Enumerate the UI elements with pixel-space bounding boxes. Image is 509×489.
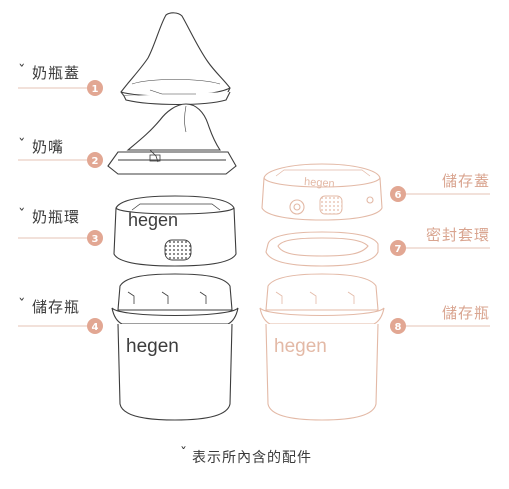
label-1-tick: ˇ <box>18 62 27 80</box>
bottle-collar-illustration: hegen <box>113 195 237 267</box>
lid-brand-text: hegen <box>304 176 335 190</box>
label-2: ˇ 奶嘴 2 <box>18 136 103 168</box>
label-4-tick: ˇ <box>18 296 27 314</box>
sealing-ring-illustration <box>265 231 379 267</box>
badge-4-number: 4 <box>92 322 99 333</box>
badge-7 <box>390 240 406 256</box>
label-4: ˇ 儲存瓶 4 <box>18 296 103 334</box>
caption-text: 表示所內含的配件 <box>192 450 312 466</box>
caption-tick: ˇ <box>180 446 188 462</box>
badge-8-number: 8 <box>395 322 402 333</box>
label-2-text: 奶嘴 <box>32 138 64 156</box>
label-8: 儲存瓶 8 <box>390 304 490 334</box>
badge-6-number: 6 <box>395 190 402 201</box>
badge-4 <box>87 318 103 334</box>
badge-2 <box>87 152 103 168</box>
label-3-text: 奶瓶環 <box>32 208 80 226</box>
label-1: ˇ 奶瓶蓋 1 <box>18 62 103 96</box>
label-7: 密封套環 7 <box>390 226 490 256</box>
bottle-cap-illustration <box>120 12 231 106</box>
badge-8 <box>390 318 406 334</box>
badge-3 <box>87 230 103 246</box>
teat-illustration <box>107 103 237 175</box>
badge-3-number: 3 <box>92 234 99 245</box>
bottle-brand-text: hegen <box>126 336 179 357</box>
badge-1 <box>87 80 103 96</box>
label-2-tick: ˇ <box>18 136 27 154</box>
collar-brand-text: hegen <box>128 210 178 230</box>
label-6: 儲存蓋 6 <box>390 172 490 202</box>
badge-1-number: 1 <box>92 84 99 95</box>
label-7-text: 密封套環 <box>426 226 490 244</box>
label-1-text: 奶瓶蓋 <box>32 64 80 82</box>
storage-bottle-peach-illustration: hegen <box>259 273 385 421</box>
badge-7-number: 7 <box>395 244 402 255</box>
storage-lid-illustration: hegen <box>261 163 383 221</box>
label-4-text: 儲存瓶 <box>32 298 80 316</box>
storage-bottle-illustration: hegen <box>111 273 239 421</box>
caption: ˇ 表示所內含的配件 <box>180 446 312 466</box>
label-3: ˇ 奶瓶環 3 <box>18 206 103 246</box>
peach-bottle-brand-text: hegen <box>274 336 327 357</box>
badge-2-number: 2 <box>92 156 99 167</box>
label-8-text: 儲存瓶 <box>442 304 490 322</box>
badge-6 <box>390 186 406 202</box>
label-3-tick: ˇ <box>18 206 27 224</box>
label-6-text: 儲存蓋 <box>442 172 490 190</box>
